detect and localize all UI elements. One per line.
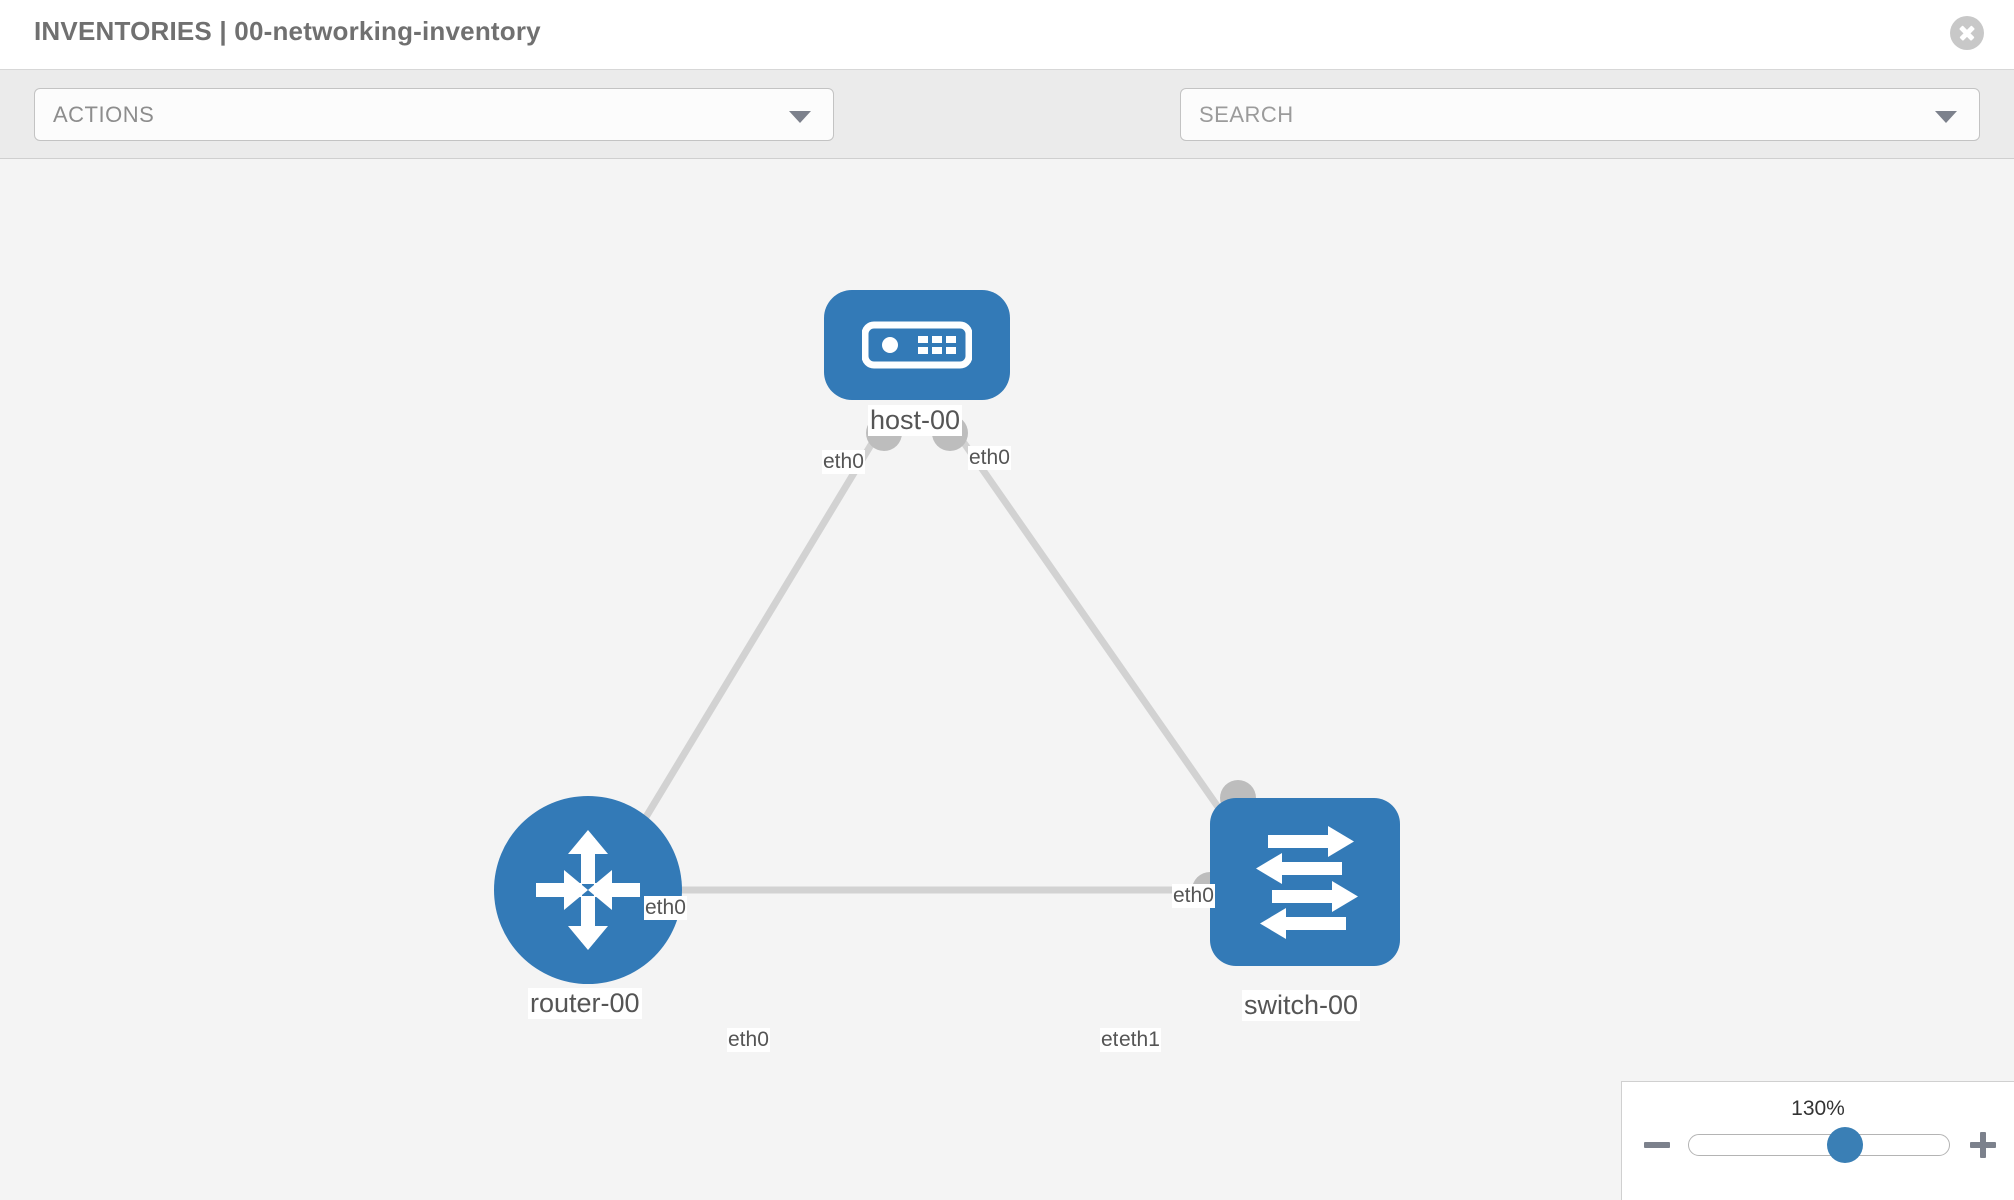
close-icon[interactable] xyxy=(1950,16,1984,50)
chevron-down-icon xyxy=(789,111,811,123)
node-label-switch-00: switch-00 xyxy=(1242,990,1361,1021)
actions-dropdown-label: ACTIONS xyxy=(53,102,155,127)
page-title: INVENTORIES | 00-networking-inventory xyxy=(34,16,541,46)
actions-dropdown[interactable]: ACTIONS xyxy=(34,88,834,141)
server-icon xyxy=(862,321,972,369)
edge-label-router-00-eth0: eth0 xyxy=(727,1028,770,1052)
zoom-slider[interactable] xyxy=(1688,1127,1950,1163)
topology-edges xyxy=(617,417,1258,894)
edge-label-switch-00-eth1: eth1 xyxy=(1118,1028,1161,1052)
zoom-slider-thumb[interactable] xyxy=(1827,1127,1863,1163)
edge-label-host-00-eth0-right: eth0 xyxy=(968,446,1011,470)
topology-node-host-00[interactable]: host-00 xyxy=(824,290,1010,451)
zoom-in-button[interactable] xyxy=(1968,1130,1998,1160)
edge-label-router-00-eth0-uplink: eth0 xyxy=(644,896,687,920)
node-label-router-00: router-00 xyxy=(528,988,642,1019)
zoom-out-button[interactable] xyxy=(1642,1130,1672,1160)
topology-node-switch-00[interactable]: switch-00 xyxy=(1192,780,1400,1021)
edge-label-host-00-eth0-left: eth0 xyxy=(822,450,865,474)
node-body-switch-00 xyxy=(1210,798,1400,966)
topology-canvas[interactable]: host-00 eth0 eth0 xyxy=(0,160,2014,1200)
zoom-percent-label: 130% xyxy=(1791,1097,1845,1120)
search-input[interactable]: SEARCH xyxy=(1180,88,1980,141)
node-label-host-00: host-00 xyxy=(868,405,963,436)
topology-node-router-00[interactable]: router-00 xyxy=(494,796,682,1019)
search-placeholder: SEARCH xyxy=(1199,102,1294,127)
node-body-host-00 xyxy=(824,290,1010,400)
chevron-down-icon xyxy=(1935,111,1957,123)
switch-arrows-icon xyxy=(1256,826,1358,939)
page-header: INVENTORIES | 00-networking-inventory xyxy=(0,0,2014,70)
edge-label-switch-00-eth0-uplink: eth0 xyxy=(1172,884,1215,908)
toolbar: ACTIONS SEARCH xyxy=(0,70,2014,196)
zoom-control-panel: 130% xyxy=(1621,1081,2014,1200)
four-arrows-in-icon xyxy=(536,830,640,950)
